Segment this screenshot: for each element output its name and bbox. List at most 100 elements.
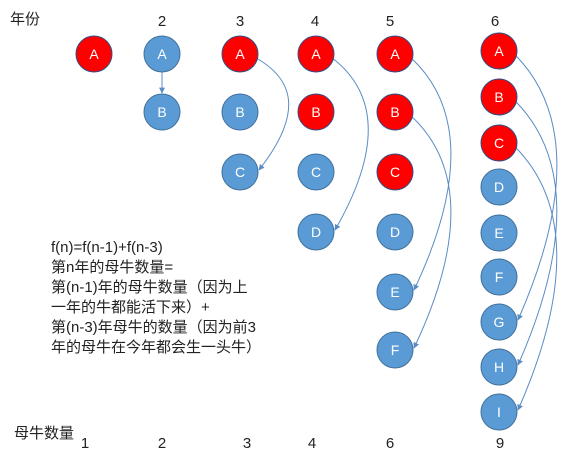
cow-label: D [311, 224, 321, 240]
count-value: 6 [386, 435, 394, 452]
cow-circle [376, 273, 414, 311]
formula-explanation: f(n)=f(n-1)+f(n-3) 第n年的母牛数量= 第(n-1)年的母牛数… [51, 238, 261, 358]
year-label: 5 [386, 13, 394, 30]
count-value: 2 [158, 435, 166, 452]
cow-node-f: F [480, 258, 518, 296]
birth-arrow-c-i [514, 146, 558, 411]
formula-line: 第(n-3)年母牛的数量（因为前3 [51, 319, 257, 336]
count-labels: 1 2 3 4 6 9 [81, 435, 504, 452]
birth-arrows [159, 54, 558, 411]
cow-node-e: E [480, 214, 518, 252]
cow-circle [480, 214, 518, 252]
cow-label: E [494, 225, 503, 241]
cow-node-h: H [480, 348, 518, 386]
cow-node-f: F [376, 331, 414, 369]
cow-circle [221, 93, 259, 131]
cow-label: D [390, 224, 400, 240]
cow-node-g: G [480, 303, 518, 341]
formula-line: 第n年的母牛数量= [51, 259, 174, 276]
cow-label: G [494, 314, 505, 330]
cow-node-a: A [143, 35, 181, 73]
cow-node-b: B [143, 93, 181, 131]
cow-node-b: B [297, 93, 335, 131]
cow-node-e: E [376, 273, 414, 311]
year-labels: 2 3 4 5 6 [158, 13, 499, 30]
cow-circle [480, 303, 518, 341]
cow-circle [221, 35, 259, 73]
cow-nodes: A A B A B C A B C D A B C D E F A B C D E F G H I [75, 32, 518, 431]
year-label: 6 [491, 13, 499, 30]
cow-node-c: C [376, 153, 414, 191]
count-value: 3 [243, 435, 251, 452]
cow-node-c: C [297, 153, 335, 191]
cow-label: D [494, 179, 504, 195]
cow-node-c: C [221, 153, 259, 191]
cow-label: I [497, 404, 501, 420]
cow-node-c: C [480, 124, 518, 162]
cow-circle [297, 35, 335, 73]
cow-node-a: A [480, 32, 518, 70]
formula-line: 一年的牛都能活下来）+ [51, 299, 210, 316]
cow-node-a: A [75, 35, 113, 73]
cow-label: A [89, 46, 99, 62]
count-value: 4 [308, 435, 316, 452]
cow-label: B [494, 89, 503, 105]
birth-arrow-a-e [410, 57, 452, 291]
cow-circle [480, 168, 518, 206]
cow-label: E [390, 284, 399, 300]
birth-arrow-b-h [514, 100, 558, 366]
cow-node-d: D [297, 213, 335, 251]
cow-node-a: A [297, 35, 335, 73]
count-value: 1 [81, 435, 89, 452]
cow-label: C [390, 164, 400, 180]
year-label: 4 [311, 13, 319, 30]
formula-line: 第(n-1)年的母牛数量（因为上 [51, 279, 248, 296]
cow-node-b: B [480, 78, 518, 116]
cow-label: A [311, 46, 321, 62]
birth-arrow-b-f [410, 115, 452, 349]
cow-label: F [495, 269, 504, 285]
cow-node-a: A [376, 35, 414, 73]
birth-arrow-a-d [331, 57, 369, 231]
cow-circle [376, 213, 414, 251]
cow-node-i: I [480, 393, 518, 431]
cow-node-a: A [221, 35, 259, 73]
formula-line: f(n)=f(n-1)+f(n-3) [51, 239, 163, 256]
cow-label: A [390, 46, 400, 62]
cow-node-b: B [376, 93, 414, 131]
cow-label: C [311, 164, 321, 180]
cow-label: B [157, 104, 166, 120]
count-value: 9 [496, 435, 504, 452]
cow-label: A [157, 46, 167, 62]
year-label: 2 [158, 13, 166, 30]
cow-circle [297, 213, 335, 251]
cow-circle [480, 348, 518, 386]
cow-circle [143, 93, 181, 131]
year-label: 3 [236, 13, 244, 30]
cow-circle [75, 35, 113, 73]
cow-circle [480, 78, 518, 116]
cow-circle [376, 93, 414, 131]
cow-circle [376, 35, 414, 73]
cow-circle [143, 35, 181, 73]
cow-label: C [235, 164, 245, 180]
cow-circle [480, 32, 518, 70]
cow-circle [376, 153, 414, 191]
cow-node-d: D [376, 213, 414, 251]
cow-label: F [391, 342, 400, 358]
cow-circle [480, 124, 518, 162]
count-axis-label: 母牛数量 [14, 425, 75, 442]
cow-label: H [494, 359, 504, 375]
cow-label: B [390, 104, 399, 120]
birth-arrow-a-g [514, 54, 558, 321]
cow-circle [376, 331, 414, 369]
formula-line: 年的母牛在今年都会生一头牛） [51, 339, 262, 356]
birth-arrow-a-c [255, 57, 290, 171]
cow-label: B [311, 104, 320, 120]
cow-circle [221, 153, 259, 191]
cow-circle [480, 258, 518, 296]
cow-label: C [494, 135, 504, 151]
cow-label: B [235, 104, 244, 120]
